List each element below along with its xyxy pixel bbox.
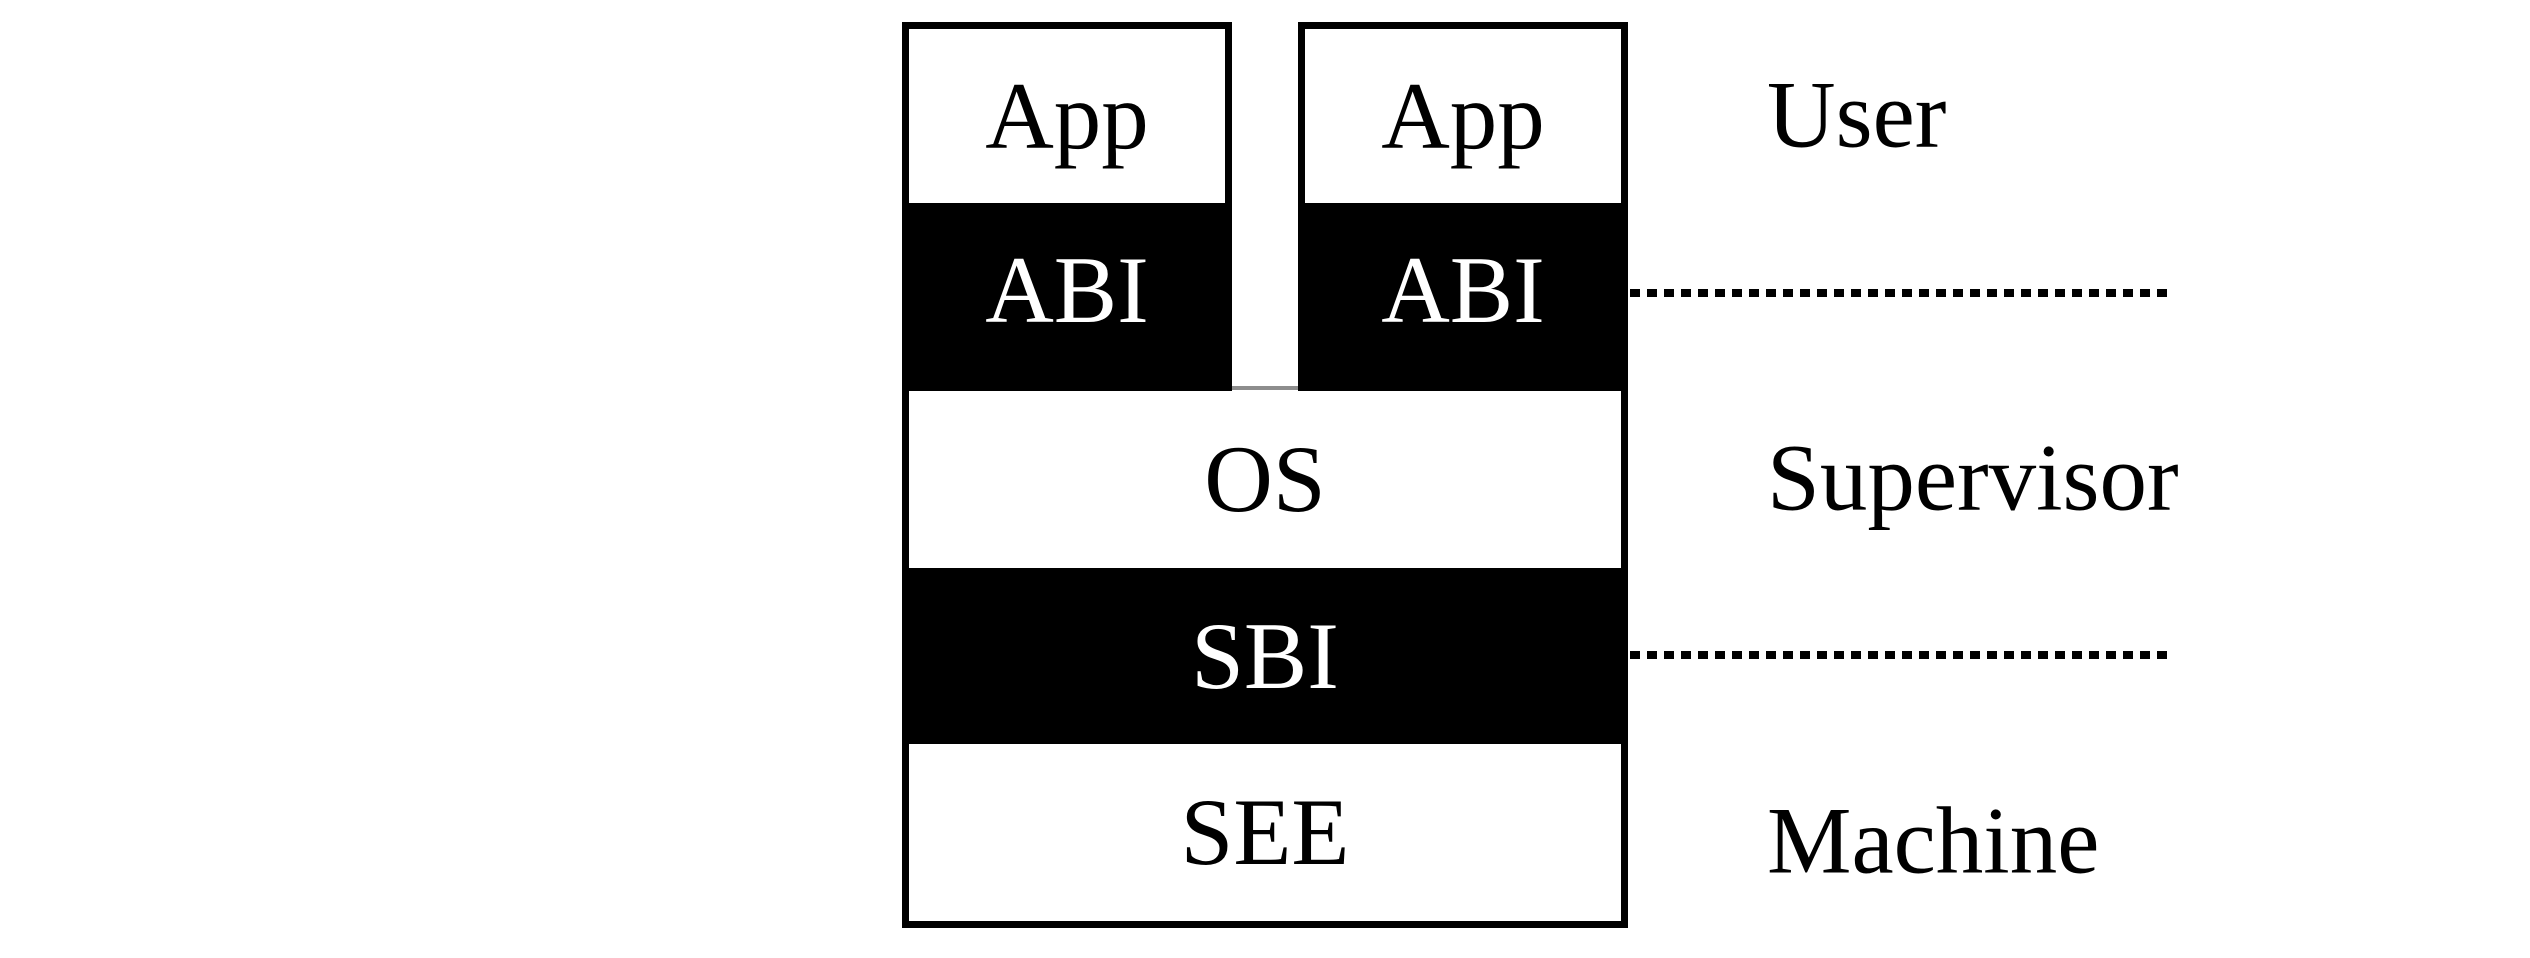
abi-interface-dotted-line — [1630, 289, 2168, 297]
os-box: OS — [909, 391, 1621, 568]
os-label: OS — [1204, 425, 1326, 532]
abi-label-right: ABI — [1381, 236, 1545, 343]
app-abi-column-left: App ABI — [902, 22, 1232, 384]
sbi-label: SBI — [1191, 602, 1339, 709]
privilege-label-supervisor: Supervisor — [1767, 424, 2179, 531]
sbi-box: SBI — [909, 567, 1621, 745]
app-box-left: App — [909, 29, 1225, 203]
privilege-label-user: User — [1767, 61, 1947, 168]
see-box: SEE — [909, 744, 1621, 922]
column-gap-notch — [1232, 384, 1298, 391]
app-box-right: App — [1305, 29, 1621, 203]
app-abi-column-right: App ABI — [1298, 22, 1628, 384]
abi-box-right: ABI — [1305, 203, 1621, 377]
abi-label-left: ABI — [985, 236, 1149, 343]
abi-box-left: ABI — [909, 203, 1225, 377]
see-label: SEE — [1180, 779, 1350, 886]
system-layers-stack: OS SBI SEE — [902, 384, 1628, 928]
app-label-right: App — [1381, 62, 1545, 169]
app-label-left: App — [985, 62, 1149, 169]
privilege-label-machine: Machine — [1767, 787, 2100, 894]
sbi-interface-dotted-line — [1630, 651, 2168, 659]
